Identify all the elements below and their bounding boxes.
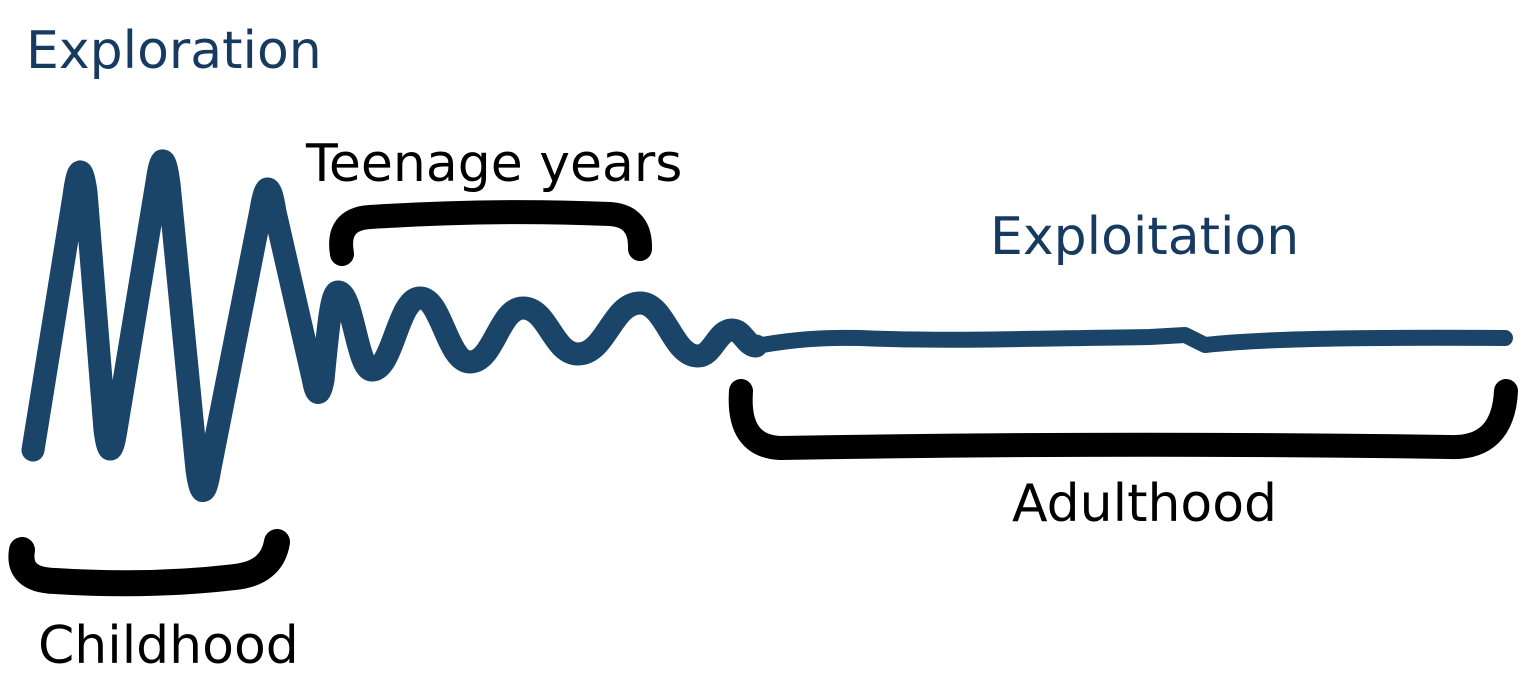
childhood-label: Childhood [38,616,299,676]
adulthood-bracket [728,379,1518,460]
teenage-bracket [329,200,652,266]
exploitation-label: Exploitation [990,207,1300,267]
exploration-label: Exploration [26,21,322,81]
exploration-curve [21,149,1513,502]
teenage-years-label: Teenage years [306,134,683,194]
exploitation-line [748,327,1513,354]
adulthood-label: Adulthood [1012,474,1278,534]
childhood-bracket [8,529,290,597]
